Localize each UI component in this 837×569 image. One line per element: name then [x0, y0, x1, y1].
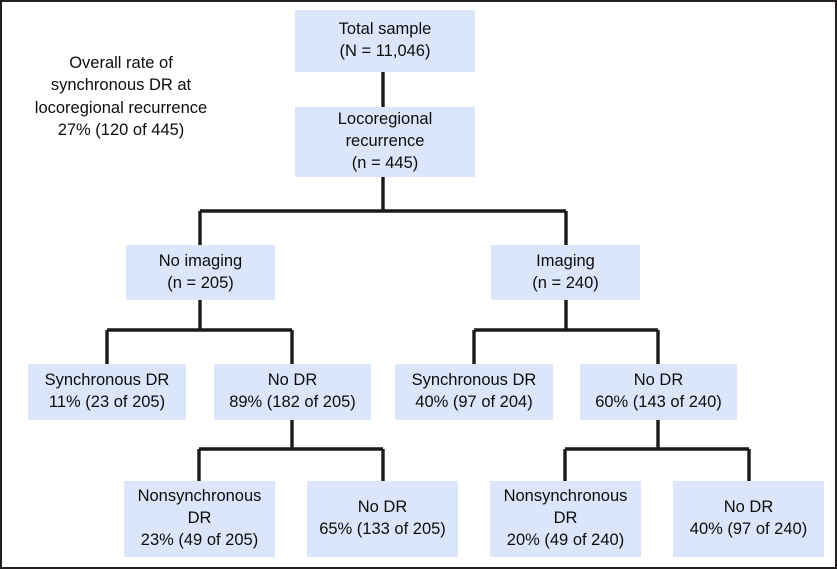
node-imaging[interactable]: Imaging (n = 240) [491, 245, 640, 300]
node-no-imaging-synchronous-dr-label: Synchronous DR [44, 371, 170, 390]
node-no-imaging-no-dr-stat: 89% (182 of 205) [229, 393, 356, 411]
annotation-line-4: 27% (120 of 445) [57, 120, 185, 139]
node-locoregional-count: (n = 445) [351, 153, 419, 172]
annotation-line-2: synchronous DR at [50, 76, 192, 95]
node-total-sample-count: (N = 11,046) [339, 42, 431, 60]
node-no-imaging-no-dr-final[interactable]: No DR 65% (133 of 205) [307, 481, 458, 557]
node-no-imaging-count: (n = 205) [167, 273, 234, 292]
node-imaging-nonsynchronous-dr-stat: 20% (49 of 240) [506, 530, 625, 549]
node-locoregional-line-2: recurrence [345, 132, 425, 151]
overall-rate-annotation: Overall rate of synchronous DR at locore… [16, 52, 226, 141]
node-no-imaging[interactable]: No imaging (n = 205) [126, 245, 275, 300]
node-no-imaging-no-dr-final-stat: 65% (133 of 205) [319, 520, 446, 538]
node-no-imaging-synchronous-dr[interactable]: Synchronous DR 11% (23 of 205) [28, 364, 186, 420]
node-no-imaging-nonsynchronous-dr[interactable]: Nonsynchronous DR 23% (49 of 205) [124, 481, 275, 557]
node-imaging-no-dr-stat: 60% (143 of 240) [595, 393, 722, 411]
node-imaging-no-dr-label: No DR [633, 371, 684, 390]
annotation-line-3: locoregional recurrence [34, 98, 208, 117]
node-imaging-label: Imaging [536, 251, 595, 270]
node-no-imaging-no-dr-final-label: No DR [357, 498, 408, 517]
node-imaging-count: (n = 240) [532, 273, 599, 292]
node-locoregional-recurrence[interactable]: Locoregional recurrence (n = 445) [295, 107, 475, 177]
node-imaging-no-dr[interactable]: No DR 60% (143 of 240) [580, 364, 737, 420]
node-no-imaging-no-dr[interactable]: No DR 89% (182 of 205) [214, 364, 371, 420]
node-imaging-no-dr-final-stat: 40% (97 of 240) [689, 520, 808, 538]
node-imaging-nonsynchronous-dr-line-1: Nonsynchronous [503, 487, 628, 506]
node-no-imaging-nonsynchronous-dr-line-2: DR [187, 509, 212, 528]
node-imaging-synchronous-dr[interactable]: Synchronous DR 40% (97 of 204) [395, 364, 553, 420]
node-total-sample-label: Total sample [338, 20, 432, 39]
node-total-sample[interactable]: Total sample (N = 11,046) [295, 10, 475, 72]
node-imaging-nonsynchronous-dr[interactable]: Nonsynchronous DR 20% (49 of 240) [490, 481, 641, 557]
node-no-imaging-nonsynchronous-dr-stat: 23% (49 of 205) [140, 530, 259, 549]
annotation-line-1: Overall rate of [69, 54, 173, 72]
node-no-imaging-synchronous-dr-stat: 11% (23 of 205) [48, 393, 166, 411]
node-no-imaging-nonsynchronous-dr-line-1: Nonsynchronous [137, 487, 262, 506]
node-imaging-nonsynchronous-dr-line-2: DR [553, 509, 578, 528]
node-imaging-no-dr-final[interactable]: No DR 40% (97 of 240) [673, 481, 824, 557]
node-imaging-synchronous-dr-label: Synchronous DR [411, 371, 537, 390]
node-locoregional-line-1: Locoregional [337, 110, 433, 129]
node-no-imaging-no-dr-label: No DR [267, 371, 318, 390]
node-imaging-synchronous-dr-stat: 40% (97 of 204) [415, 393, 533, 411]
node-no-imaging-label: No imaging [158, 251, 243, 270]
node-imaging-no-dr-final-label: No DR [723, 498, 774, 517]
